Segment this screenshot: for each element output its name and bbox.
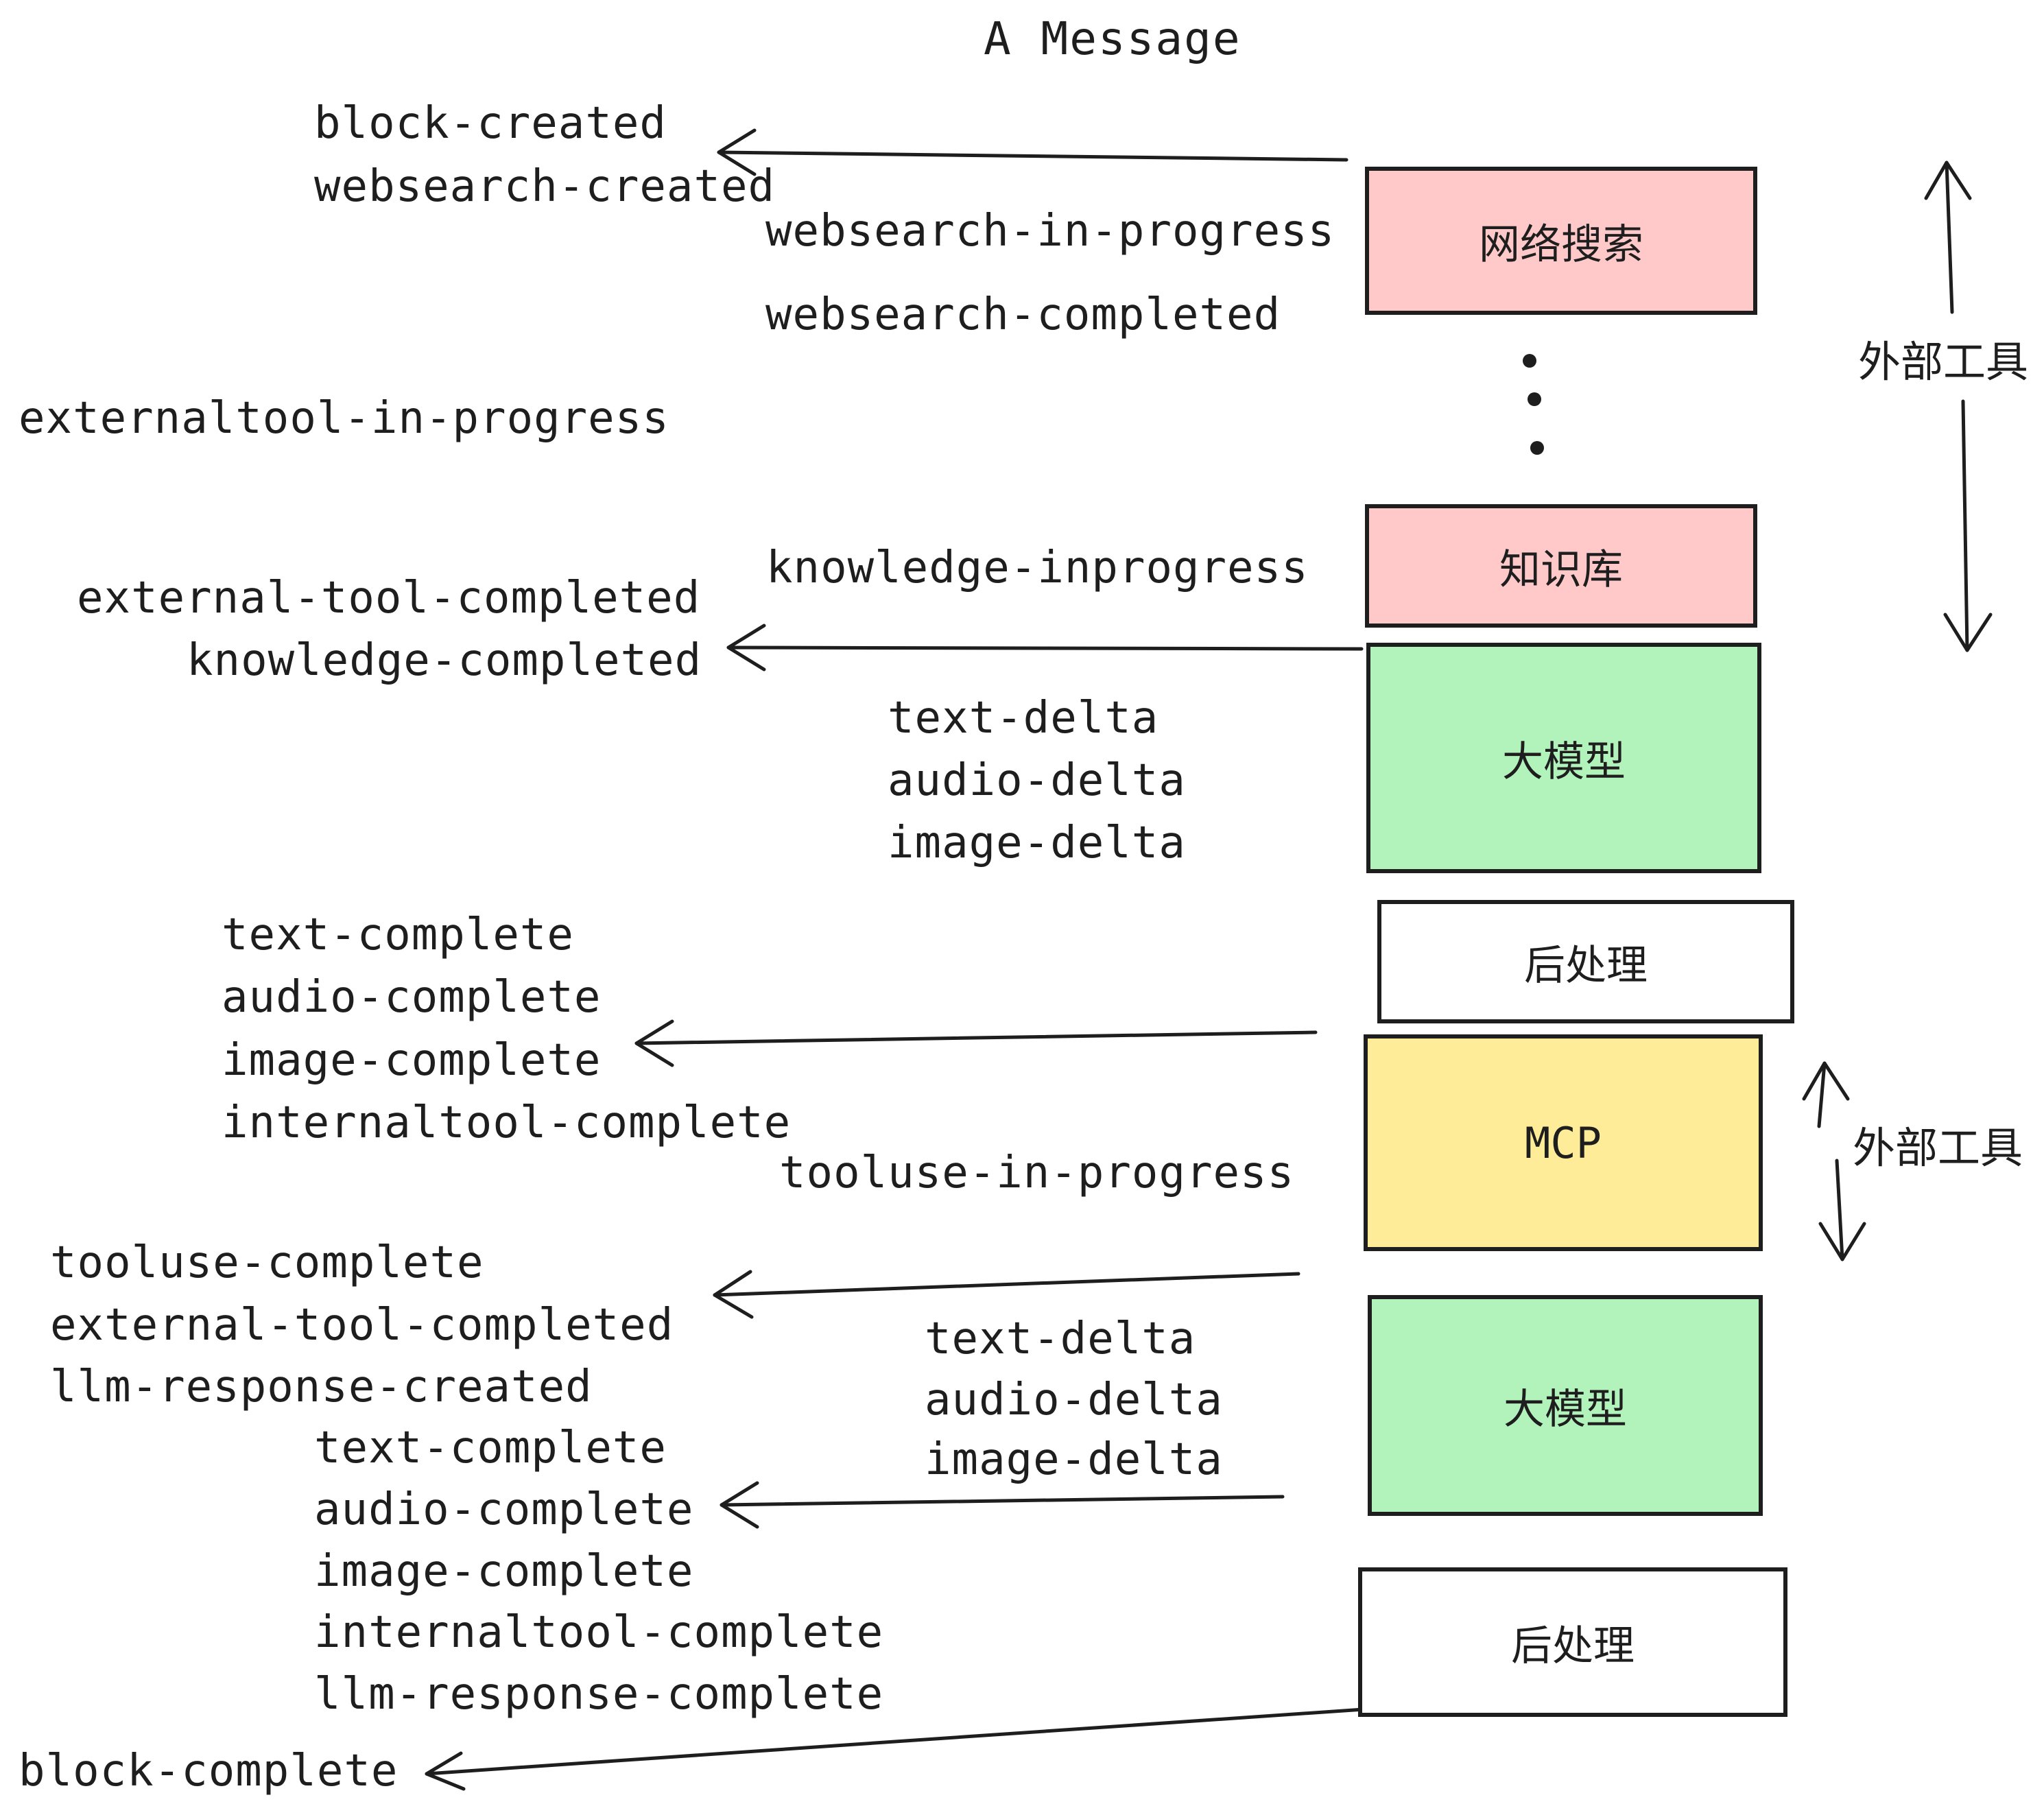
- stage-box-llm-1: 大模型: [1366, 643, 1761, 873]
- diagram-title: A Message: [984, 12, 1241, 65]
- event-block-created: block-created: [314, 98, 667, 149]
- event-llm-response-complete: llm-response-complete: [314, 1669, 884, 1720]
- event-audio-complete-1: audio-complete: [222, 972, 602, 1023]
- event-block-complete: block-complete: [19, 1746, 399, 1796]
- event-audio-delta-2: audio-delta: [925, 1375, 1223, 1425]
- stage-label-knowledge: 知识库: [1499, 545, 1623, 594]
- event-tooluse-in-progress: tooluse-in-progress: [779, 1148, 1295, 1198]
- arrow-to-block-complete: [425, 1707, 1366, 1791]
- event-websearch-in-progress: websearch-in-progress: [765, 206, 1335, 257]
- external-tools-up-arrow-mcp: [1802, 1061, 1850, 1128]
- arrow-to-block-created: [717, 128, 1348, 176]
- stage-box-mcp: MCP: [1364, 1034, 1763, 1251]
- event-text-complete-1: text-complete: [222, 910, 574, 960]
- stage-label-llm-1: 大模型: [1502, 737, 1626, 786]
- event-websearch-created: websearch-created: [314, 161, 776, 212]
- event-text-delta-2: text-delta: [925, 1314, 1196, 1364]
- event-image-delta-2: image-delta: [925, 1434, 1223, 1485]
- external-tools-up-arrow-top: [1924, 161, 1972, 314]
- event-audio-delta-1: audio-delta: [888, 755, 1186, 806]
- external-tools-label-mcp: 外部工具: [1852, 1123, 2023, 1173]
- stage-box-websearch: 网络搜索: [1365, 167, 1757, 315]
- event-websearch-completed: websearch-completed: [765, 289, 1281, 340]
- event-external-tool-completed-2: external-tool-completed: [50, 1300, 674, 1351]
- external-tools-down-arrow-mcp: [1818, 1159, 1866, 1261]
- external-tools-down-arrow-top: [1943, 399, 1993, 652]
- event-image-delta-1: image-delta: [888, 818, 1186, 868]
- event-image-complete-2: image-complete: [314, 1546, 694, 1597]
- event-knowledge-inprogress: knowledge-inprogress: [766, 543, 1309, 593]
- stage-box-llm-2: 大模型: [1368, 1295, 1763, 1516]
- event-text-delta-1: text-delta: [888, 693, 1159, 744]
- event-text-complete-2: text-complete: [314, 1423, 667, 1473]
- arrow-to-knowledge-completed: [726, 624, 1364, 672]
- stage-box-knowledge: 知识库: [1365, 504, 1757, 628]
- stage-box-postprocess-1: 后处理: [1377, 900, 1794, 1023]
- event-audio-complete-2: audio-complete: [314, 1484, 694, 1535]
- ellipsis-dots: [1523, 354, 1544, 455]
- event-external-tool-completed-1: external-tool-completed: [77, 573, 701, 624]
- event-internaltool-complete-1: internaltool-complete: [222, 1097, 792, 1148]
- event-externaltool-in-progress: externaltool-in-progress: [19, 393, 669, 444]
- event-tooluse-complete: tooluse-complete: [50, 1237, 484, 1288]
- stage-label-postprocess-1: 后处理: [1524, 941, 1648, 990]
- stage-box-postprocess-2: 后处理: [1358, 1567, 1787, 1717]
- event-knowledge-completed: knowledge-completed: [187, 635, 702, 686]
- stage-label-postprocess-2: 后处理: [1511, 1622, 1635, 1670]
- arrow-to-audio-complete: [720, 1481, 1285, 1529]
- event-internaltool-complete-2: internaltool-complete: [314, 1607, 884, 1658]
- stage-label-websearch: 网络搜索: [1479, 220, 1643, 269]
- arrow-to-tooluse-complete: [713, 1270, 1300, 1319]
- external-tools-label-top: 外部工具: [1857, 337, 2029, 387]
- stage-label-llm-2: 大模型: [1504, 1385, 1627, 1434]
- stage-label-mcp: MCP: [1525, 1117, 1602, 1168]
- event-llm-response-created: llm-response-created: [50, 1362, 593, 1412]
- event-image-complete-1: image-complete: [222, 1035, 602, 1086]
- arrow-to-image-complete: [634, 1019, 1318, 1067]
